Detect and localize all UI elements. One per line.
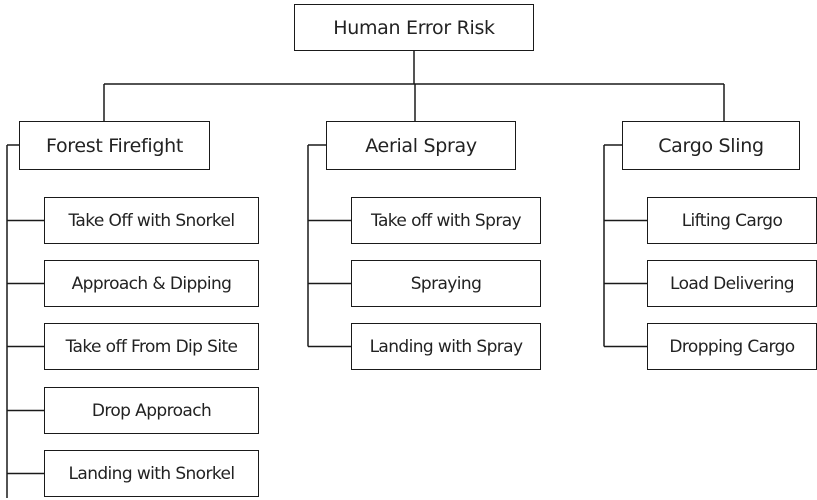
root-node: Human Error Risk [294, 4, 534, 51]
leaf-node-spraying: Spraying [351, 260, 541, 307]
leaf-node-take-off-from-dip-site: Take off From Dip Site [44, 323, 259, 370]
leaf-node-take-off-with-snorkel: Take Off with Snorkel [44, 197, 259, 244]
leaf-node-dropping-cargo: Dropping Cargo [647, 323, 817, 370]
category-node-forest-firefight: Forest Firefight [19, 121, 210, 170]
leaf-node-load-delivering: Load Delivering [647, 260, 817, 307]
leaf-node-drop-approach: Drop Approach [44, 387, 259, 434]
category-node-aerial-spray: Aerial Spray [326, 121, 516, 170]
leaf-node-landing-with-spray: Landing with Spray [351, 323, 541, 370]
leaf-node-take-off-with-spray: Take off with Spray [351, 197, 541, 244]
leaf-node-lifting-cargo: Lifting Cargo [647, 197, 817, 244]
category-node-cargo-sling: Cargo Sling [622, 121, 800, 170]
leaf-node-landing-with-snorkel: Landing with Snorkel [44, 450, 259, 497]
leaf-node-approach-and-dipping: Approach & Dipping [44, 260, 259, 307]
